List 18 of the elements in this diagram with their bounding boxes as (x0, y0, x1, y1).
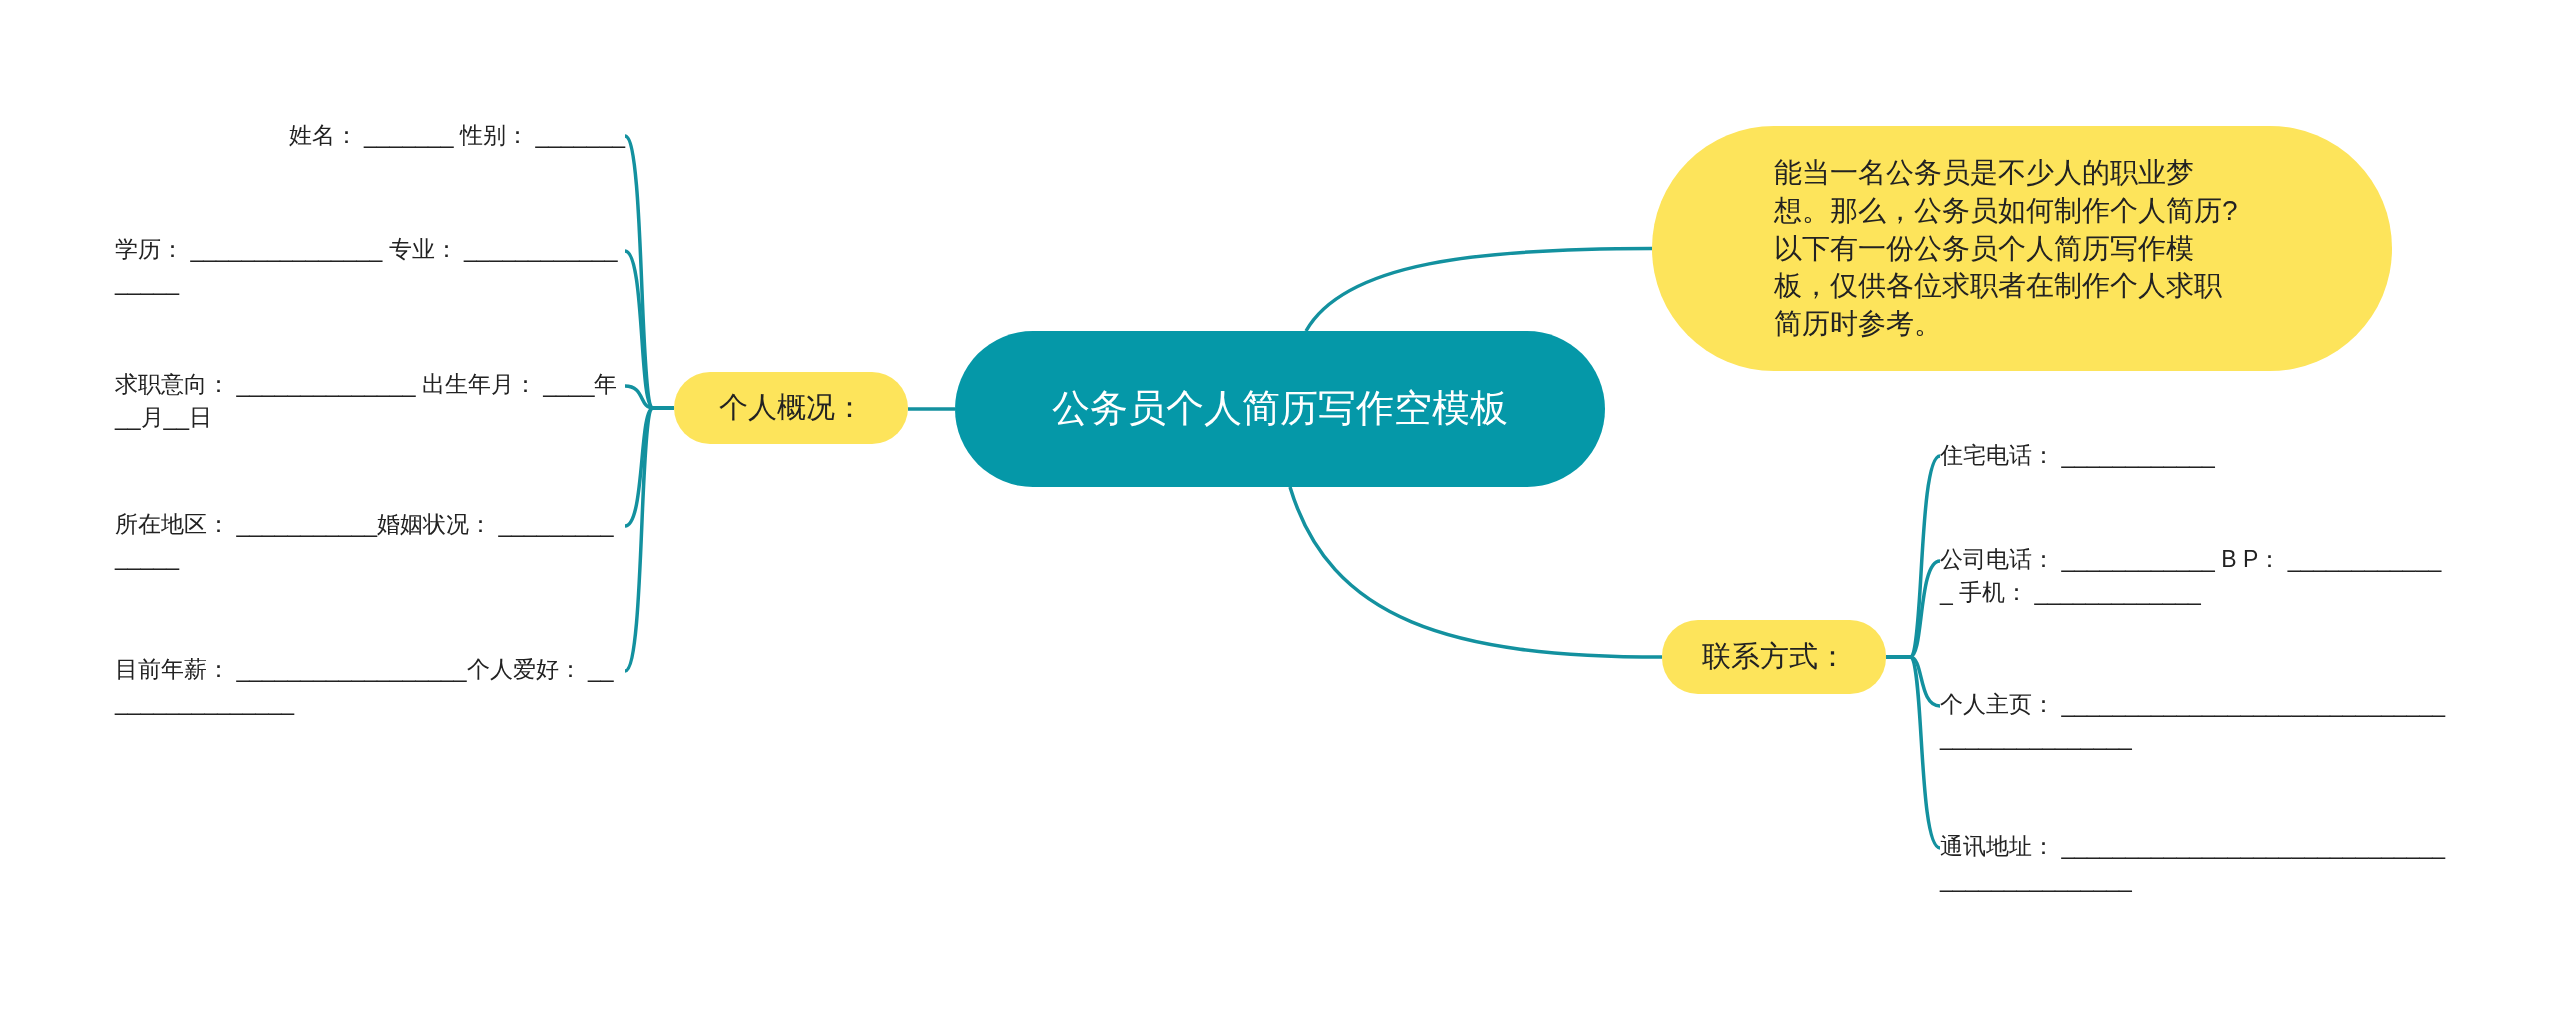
description-bubble: 能当一名公务员是不少人的职业梦想。那么，公务员如何制作个人简历?以下有一份公务员个人简历写作模板，仅供各位求职者在制作个人求职简历时参考。 (1652, 126, 2392, 371)
form-line-text: 住宅电话： ____________ (1940, 430, 2450, 482)
form-line-text: 所在地区： ___________婚姻状况： ______________ (115, 500, 625, 582)
form-line-text: 学历： _______________ 专业： _________________ (115, 225, 625, 307)
form-line-text: 个人主页： _____________________________________________ (1940, 680, 2450, 762)
connector-line (1288, 486, 1663, 659)
form-line-text: 目前年薪： __________________个人爱好： ________________ (115, 645, 625, 727)
form-line-text: 姓名： _______ 性别： _______ (115, 110, 625, 162)
form-line-text: 通讯地址： _____________________________________________ (1940, 822, 2450, 904)
branch-pill: 联系方式： (1662, 620, 1886, 694)
connector-line (908, 407, 955, 411)
form-line-text: 公司电话： ____________ B P： _____________ 手机： _____________ (1940, 535, 2450, 617)
connector-line (1304, 246, 1652, 333)
topic-box: 公务员个人简历写作空模板 (955, 331, 1605, 487)
connector-line (623, 406, 674, 673)
connector-line (1886, 655, 1942, 850)
form-line-text: 求职意向： ______________ 出生年月： ____年__月__日 (115, 360, 625, 442)
branch-pill: 个人概况： (674, 372, 908, 444)
